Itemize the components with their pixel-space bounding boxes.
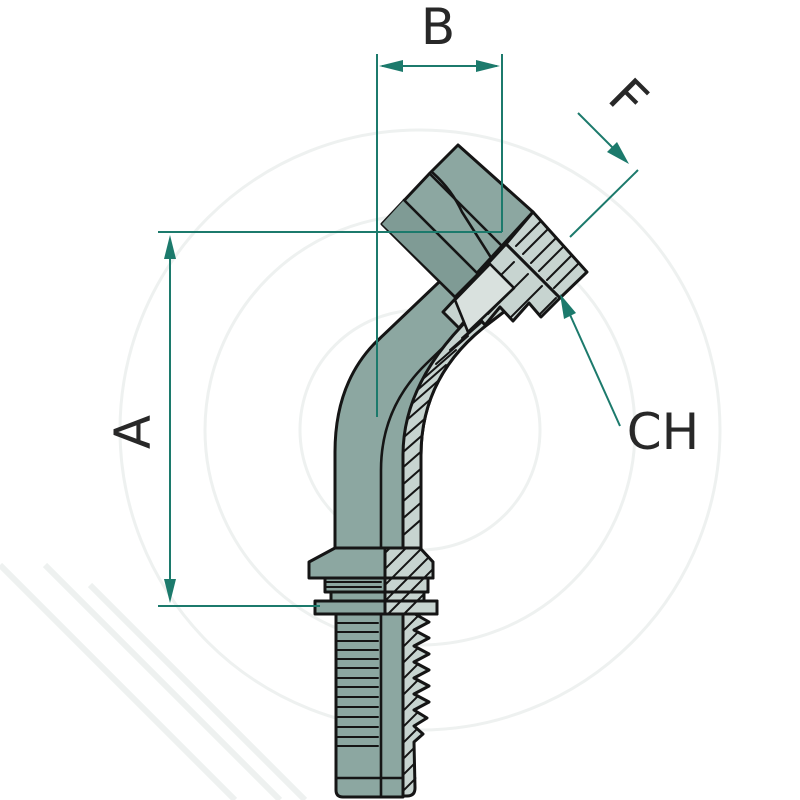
stem-ribs-thick	[335, 622, 379, 738]
leader-ch: CH	[560, 294, 699, 461]
collar-hatching	[385, 548, 437, 614]
leader-ch-line	[566, 307, 621, 427]
dim-f-extension	[569, 169, 639, 238]
bore-line-near	[379, 327, 464, 550]
collar	[307, 546, 439, 616]
nut-facet-lines	[402, 171, 505, 275]
dimension-label-f: F	[597, 67, 658, 128]
dim-b-arrow-left	[379, 60, 403, 72]
dimension-b: B	[376, 0, 503, 417]
stem-section-band	[401, 612, 431, 798]
bore-cut-wedge	[453, 262, 516, 334]
leader-ch-arrow	[560, 294, 576, 319]
hose-tail	[334, 612, 431, 799]
dim-b-arrow-right	[476, 60, 500, 72]
dimension-a: A	[104, 231, 502, 607]
dim-a-arrow-top	[164, 235, 176, 259]
nut-section-stripes	[515, 220, 580, 289]
dimension-label-b: B	[421, 0, 455, 56]
fitting-body	[307, 143, 589, 799]
dim-f-arrow	[607, 142, 629, 164]
dim-a-arrow-bottom	[164, 579, 176, 603]
dimension-label-a: A	[104, 415, 162, 449]
dimension-label-ch: CH	[627, 403, 700, 461]
nut-facet-shade	[382, 200, 477, 295]
dimension-f: F	[569, 67, 659, 238]
stem-ribs-thin	[335, 631, 379, 747]
